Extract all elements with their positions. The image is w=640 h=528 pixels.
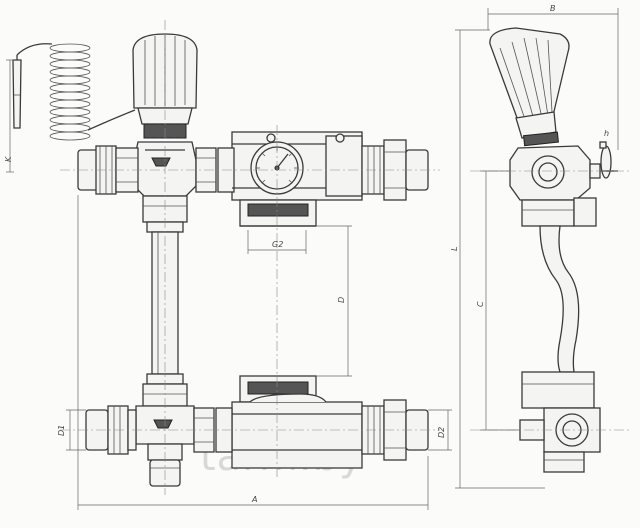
dim-label-d2: D2 — [437, 427, 446, 438]
side-upper-bracket — [521, 197, 597, 227]
dim-label-g2: G2 — [272, 240, 283, 249]
side-dimensions: B L C — [450, 4, 619, 489]
dim-label-c: C — [476, 301, 485, 307]
dim-label-d1: D1 — [57, 425, 66, 436]
dim-label-b: B — [550, 4, 556, 13]
svg-text:h: h — [604, 129, 609, 138]
side-thermostatic-head — [489, 27, 570, 147]
capillary-coil — [16, 43, 136, 141]
front-dimensions: K G2 D D1 D2 A — [4, 59, 452, 510]
side-valve-body: h — [509, 129, 618, 201]
dim-label-k: K — [4, 156, 13, 162]
thermostatic-head — [132, 33, 198, 139]
dim-label-l: L — [450, 247, 459, 251]
sensor-bulb — [12, 55, 22, 129]
lower-pump-body — [215, 375, 363, 469]
dim-label-d: D — [337, 297, 346, 303]
dim-label-a: A — [251, 495, 257, 504]
side-view: h — [470, 27, 630, 473]
side-lower-valve — [519, 371, 601, 473]
front-view — [12, 20, 440, 495]
side-curved-pipe — [539, 225, 580, 373]
